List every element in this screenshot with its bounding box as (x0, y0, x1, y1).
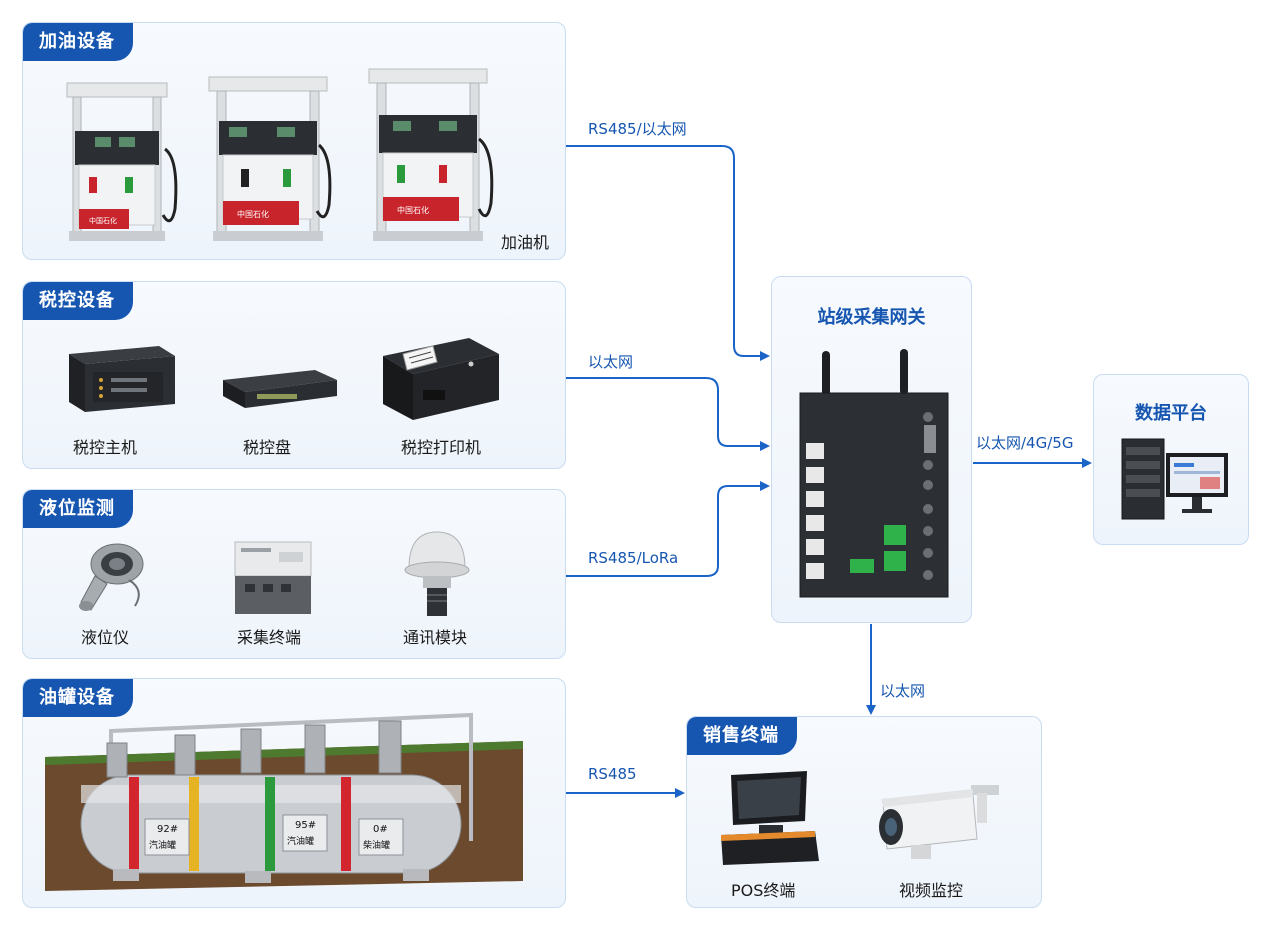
dispenser-brand-text: 中国石化 (237, 209, 269, 219)
level-link-label: RS485/LoRa (588, 549, 679, 567)
fuel-dispenser-image: 中国石化 (66, 82, 178, 241)
server-computer-image (1121, 438, 1228, 520)
data-platform-title: 数据平台 (1135, 403, 1207, 424)
tank-95-name: 汽油罐 (287, 835, 314, 847)
tax-equipment-title: 税控设备 (23, 282, 133, 320)
underground-tank-image: 92# 汽油罐 95# 汽油罐 0# 柴油罐 (45, 712, 523, 891)
fuel-to-gateway-line (566, 145, 770, 361)
tax-host-image (69, 346, 175, 412)
fuel-link-label: RS485/以太网 (588, 120, 687, 138)
tax-equipment-panel: 税控设备 税控主机 税控盘 税控打印机 (22, 281, 566, 469)
sales-terminal-panel: 销售终端 POS终端 视频监控 (686, 716, 1042, 908)
communication-module-label: 通讯模块 (403, 628, 468, 647)
gateway-device-image (799, 349, 949, 598)
tax-printer-image (383, 338, 499, 420)
tax-printer-label: 税控打印机 (401, 438, 482, 457)
dispenser-brand-text: 中国石化 (89, 216, 117, 225)
dispenser-brand-text: 中国石化 (397, 205, 429, 215)
tax-disk-label: 税控盘 (243, 438, 292, 457)
collection-terminal-image (234, 541, 312, 614)
tank-92-name: 汽油罐 (149, 839, 176, 851)
platform-link-label: 以太网/4G/5G (976, 434, 1074, 452)
tank-95-grade: 95# (295, 820, 316, 831)
data-platform-panel: 数据平台 (1093, 374, 1249, 545)
tank-link-label: RS485 (588, 765, 637, 783)
sales-terminal-title: 销售终端 (687, 717, 797, 755)
level-monitoring-title: 液位监测 (23, 490, 133, 528)
fuel-equipment-panel: 加油设备 中国石化 中国石化 (22, 22, 566, 260)
pos-link-label: 以太网 (880, 682, 926, 700)
tax-to-gateway-line (566, 377, 770, 451)
pos-terminal-image (721, 771, 819, 865)
level-to-gateway-line (566, 481, 770, 577)
station-gateway-panel: 站级采集网关 (771, 276, 972, 623)
level-gauge-label: 液位仪 (81, 628, 130, 647)
fuel-equipment-title: 加油设备 (23, 23, 133, 61)
tank-0-grade: 0# (373, 824, 388, 835)
tax-disk-image (223, 370, 337, 408)
tank-equipment-title: 油罐设备 (23, 679, 133, 717)
level-gauge-image (79, 543, 144, 611)
collection-terminal-label: 采集终端 (237, 628, 302, 647)
surveillance-camera-label: 视频监控 (899, 881, 964, 900)
fuel-dispenser-caption: 加油机 (501, 233, 550, 252)
level-monitoring-panel: 液位监测 液位仪 采集终端 通讯模块 (22, 489, 566, 659)
tax-link-label: 以太网 (588, 353, 634, 371)
tank-0-name: 柴油罐 (363, 839, 390, 851)
tank-equipment-panel: 油罐设备 92# 汽油罐 95# 汽油罐 0# 柴油罐 (22, 678, 566, 908)
fuel-dispenser-image: 中国石化 (368, 68, 494, 241)
surveillance-camera-image (879, 785, 999, 859)
communication-module-image (404, 531, 470, 616)
pos-terminal-label: POS终端 (731, 881, 796, 900)
fuel-dispenser-image: 中国石化 (208, 76, 332, 241)
station-gateway-title: 站级采集网关 (817, 307, 926, 328)
tank-92-grade: 92# (157, 824, 178, 835)
tax-host-label: 税控主机 (73, 438, 138, 457)
